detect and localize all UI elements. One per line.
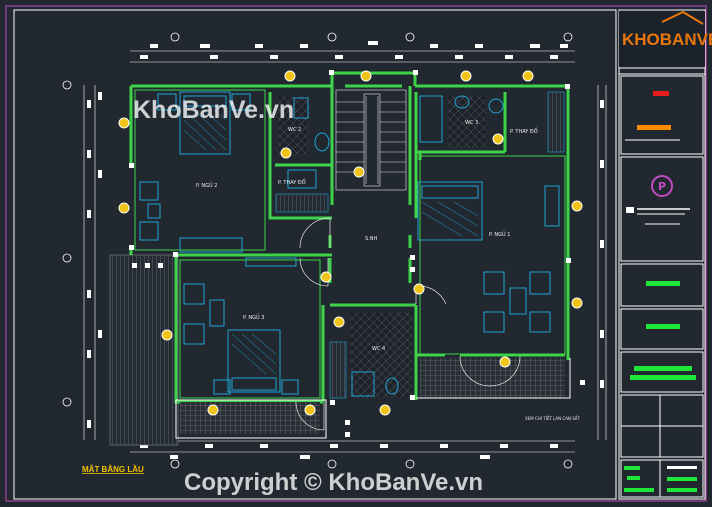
room-label-bedroom-2: P. NGỦ 2: [196, 181, 217, 189]
drawing-frame: [13, 9, 617, 500]
closet-right-rack: [547, 91, 565, 153]
room-label-bedroom-1: P. NGỦ 1: [489, 230, 510, 238]
wc4-floor-tiles: [350, 312, 412, 398]
inner-wall-lines: [134, 89, 566, 399]
balcony-railing-note: XEM CHI TIẾT LAN CAN SẮT: [525, 415, 580, 421]
dimension-lines: [83, 50, 607, 453]
column-markers: [129, 70, 585, 437]
drawing-title: MẶT BẰNG LẦU: [82, 464, 144, 474]
room-label-hall: S.NH: [365, 236, 378, 242]
stair-treads: [336, 101, 406, 173]
room-label-wc-3: WC 3: [465, 120, 478, 126]
title-block: P: [618, 9, 706, 500]
left-roof-hatch: [109, 254, 179, 446]
room-label-wc-4: WC 4: [372, 346, 385, 352]
balcony-railings: [175, 358, 571, 439]
right-balcony-tiles: [420, 358, 565, 398]
furniture: [139, 91, 560, 397]
sheet-border: [5, 5, 707, 502]
closet-left-rack: [275, 193, 329, 213]
khobanve-logo: KHOBANVE: [619, 10, 712, 67]
staircase: [335, 89, 407, 191]
svg-text:P: P: [658, 180, 666, 193]
dimension-labels: [87, 41, 604, 459]
wc3-floor-tiles: [447, 96, 487, 148]
watermark-top: KhoBanVe.vn: [133, 96, 294, 124]
room-label-bedroom-3: P. NGỦ 3: [243, 313, 264, 321]
room-label-closet-left: P. THAY ĐỒ: [278, 177, 306, 186]
svg-text:KHOBANVE: KHOBANVE: [622, 30, 712, 49]
wc2-floor-tiles: [277, 96, 309, 156]
room-tags: [118, 70, 583, 416]
watermark-bottom: Copyright © KhoBanVe.vn: [184, 469, 483, 496]
room-label-closet-right: P. THAY ĐỒ: [510, 126, 538, 135]
room-label-wc-2: WC 2: [288, 127, 301, 133]
bottom-balcony-tiles: [180, 402, 320, 434]
grid-axis-markers: [62, 32, 573, 469]
wc4-shelf: [329, 341, 347, 399]
bed-quilts: [183, 109, 479, 375]
firm-logo-icon: [651, 175, 673, 197]
